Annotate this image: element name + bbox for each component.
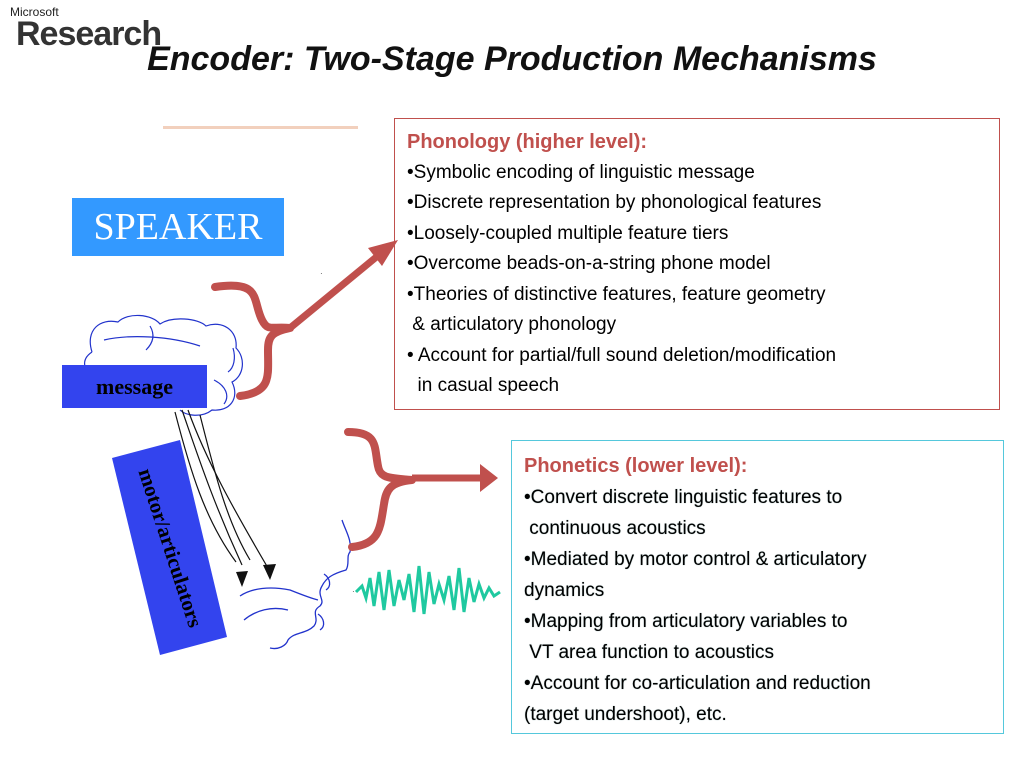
acoustic-waveform	[354, 565, 501, 615]
phonology-line: in casual speech	[407, 375, 560, 396]
logo-research-text: Research	[16, 15, 162, 53]
phonetics-line: •Mediated by motor control & articulator…	[524, 549, 867, 570]
phonology-heading: Phonology (higher level):	[407, 131, 648, 153]
phonetics-line: •Convert discrete linguistic features to	[524, 487, 843, 508]
phonology-line: •Overcome beads-on-a-string phone model	[407, 253, 771, 274]
phonology-line: •Theories of distinctive features, featu…	[407, 283, 826, 305]
slide-title: Encoder: Two-Stage Production Mechanisms	[147, 40, 877, 78]
phonology-line: & articulatory phonology	[407, 314, 617, 335]
phonetics-line: VT area function to acoustics	[524, 642, 774, 663]
nerve-arrowheads	[236, 564, 276, 587]
lower-arrow	[412, 464, 498, 492]
tiny-mark-2: ·	[352, 587, 355, 596]
upper-brace	[211, 281, 294, 400]
message-label: message	[62, 365, 207, 408]
phonology-line: •Loosely-coupled multiple feature tiers	[407, 222, 729, 244]
tiny-mark: ·	[320, 269, 323, 278]
phonology-line: •Symbolic encoding of linguistic message	[407, 161, 755, 183]
motor-articulators-box	[112, 440, 227, 655]
upper-arrow	[287, 240, 398, 331]
speaker-label: SPEAKER	[72, 198, 284, 256]
phonetics-line: continuous acoustics	[524, 518, 706, 539]
phonetics-line: •Account for co-articulation and reducti…	[524, 673, 871, 694]
phonetics-line: dynamics	[524, 580, 605, 601]
lower-brace	[344, 428, 416, 551]
nerve-lines	[174, 409, 269, 569]
phonetics-line: (target undershoot), etc.	[524, 704, 727, 725]
logo-microsoft-text: Microsoft	[10, 5, 59, 19]
microsoft-research-logo: Microsoft Research	[10, 5, 162, 53]
phonology-line: • Account for partial/full sound deletio…	[407, 344, 837, 366]
title-accent-line	[163, 126, 358, 129]
phonology-box: Phonology (higher level): •Symbolic enco…	[394, 118, 1000, 410]
vocal-tract-sketch	[239, 519, 352, 650]
phonology-line: •Discrete representation by phonological…	[407, 192, 822, 213]
phonetics-heading: Phonetics (lower level):	[524, 455, 748, 477]
phonetics-line: •Mapping from articulatory variables to	[524, 611, 848, 632]
phonetics-box: Phonetics (lower level): •Convert discre…	[511, 440, 1004, 734]
